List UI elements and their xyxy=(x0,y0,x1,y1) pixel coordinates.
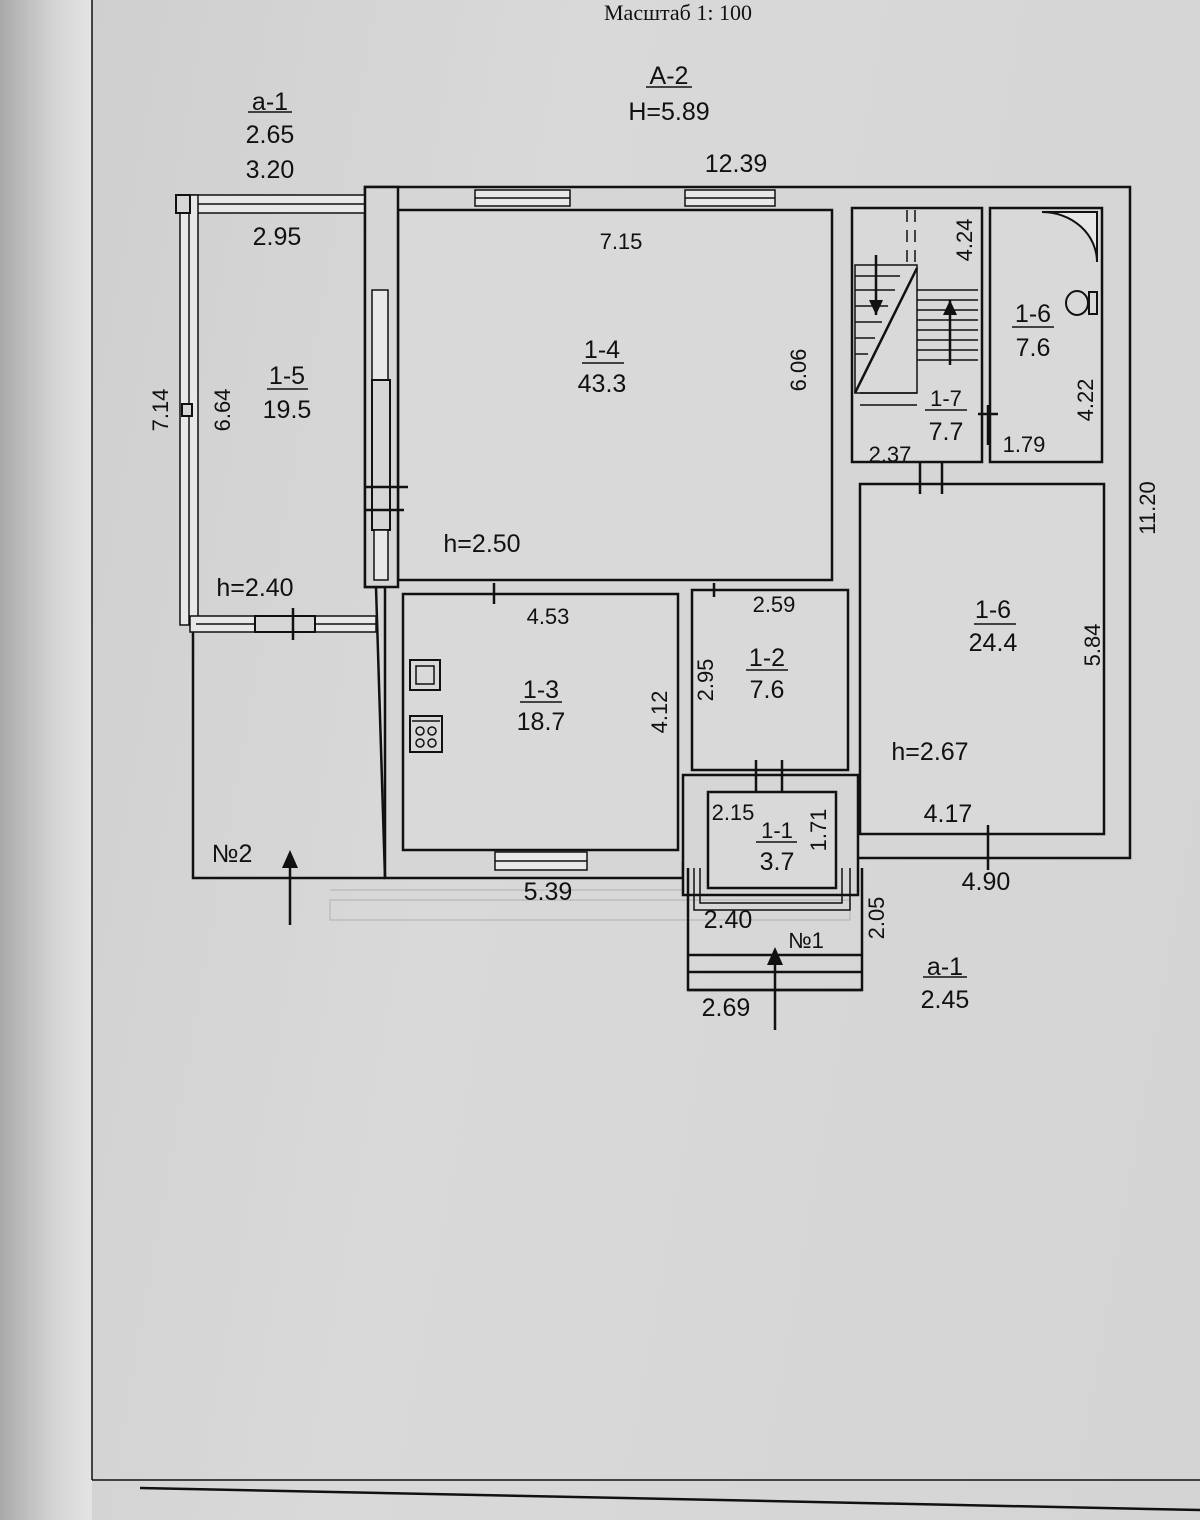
dim-overall-depth: 11.20 xyxy=(1135,481,1160,534)
dim-r12-depth: 2.95 xyxy=(693,659,718,702)
room-1-7-area: 7.7 xyxy=(929,418,964,446)
room-1-6-small-id: 1-6 xyxy=(1015,300,1051,328)
room-1-3-outline xyxy=(401,592,680,852)
sheet-edge-line xyxy=(139,1486,1200,1512)
room-1-6-large-id: 1-6 xyxy=(975,596,1011,624)
annex-top-dim-a: 2.65 xyxy=(246,121,295,149)
entrance-1-arrow-icon xyxy=(767,947,783,965)
room-1-3-id: 1-3 xyxy=(523,676,559,704)
room-1-6-small-outline xyxy=(988,206,1104,464)
dim-r16-depth: 5.84 xyxy=(1080,624,1105,667)
room-1-4-height: h=2.50 xyxy=(443,530,520,558)
dim-r14-depth: 6.06 xyxy=(786,349,811,392)
room-1-7-id: 1-7 xyxy=(930,386,962,411)
dim-bath-depth: 4.22 xyxy=(1073,379,1098,422)
room-1-6-small-area: 7.6 xyxy=(1016,334,1051,362)
room-1-1-area: 3.7 xyxy=(760,848,795,876)
annex-top-code: а-1 xyxy=(252,88,288,116)
dim-r13-depth: 4.12 xyxy=(647,691,672,734)
building-height: Н=5.89 xyxy=(628,98,709,126)
scale-label: Масштаб 1: 100 xyxy=(604,0,752,25)
dim-overall-width: 12.39 xyxy=(705,150,768,178)
dim-r13-width: 4.53 xyxy=(527,604,570,629)
door-marks xyxy=(492,405,998,870)
dim-bottom-right-width: 4.90 xyxy=(962,868,1011,896)
room-1-1-id: 1-1 xyxy=(761,818,793,843)
dim-r11-depth: 1.71 xyxy=(806,809,831,852)
room-1-6-large-outline xyxy=(858,482,1106,836)
dim-bottom-left-width: 5.39 xyxy=(524,878,573,906)
dim-porch-width: 2.40 xyxy=(704,906,753,934)
room-1-2-outline xyxy=(690,588,850,772)
dim-stair-width: 2.37 xyxy=(869,442,912,467)
room-1-6-height: h=2.67 xyxy=(891,738,968,766)
dim-r11-width: 2.15 xyxy=(712,800,755,825)
building-code: А-2 xyxy=(650,62,689,90)
room-1-2-id: 1-2 xyxy=(749,644,785,672)
shower-icon xyxy=(1041,211,1098,263)
room-1-4-outline xyxy=(396,208,834,582)
dim-r16-width: 4.17 xyxy=(924,800,973,828)
annex-top-dim-b: 3.20 xyxy=(246,156,295,184)
dim-bath-width: 1.79 xyxy=(1003,432,1046,457)
room-1-4-area: 43.3 xyxy=(578,370,627,398)
entrance-2-arrow-icon xyxy=(282,850,298,868)
annex-veranda xyxy=(175,185,408,880)
entrance-1-label: №1 xyxy=(788,928,824,953)
annex-bottom-code: а-1 xyxy=(927,953,963,981)
room-1-5-area: 19.5 xyxy=(263,396,312,424)
sheet-binding-edge xyxy=(0,0,92,1520)
dim-left-depth: 7.14 xyxy=(148,389,173,432)
room-1-2-area: 7.6 xyxy=(750,676,785,704)
dim-r14-width: 7.15 xyxy=(600,229,643,254)
room-1-4-id: 1-4 xyxy=(584,336,620,364)
dim-porch-depth: 2.05 xyxy=(864,897,889,940)
dim-r15-width: 2.95 xyxy=(253,223,302,251)
stove-icon xyxy=(409,715,443,753)
room-1-5-id: 1-5 xyxy=(269,362,305,390)
room-1-6-large-area: 24.4 xyxy=(969,629,1018,657)
room-1-3-area: 18.7 xyxy=(517,708,566,736)
room-1-5-height: h=2.40 xyxy=(216,574,293,602)
windows xyxy=(474,189,916,871)
entrance-2-label: №2 xyxy=(212,840,253,868)
bathroom-fixtures xyxy=(1041,211,1098,316)
dim-steps-width: 2.69 xyxy=(702,994,751,1022)
annex-bottom-dim: 2.45 xyxy=(921,986,970,1014)
dim-r12-width: 2.59 xyxy=(753,592,796,617)
dim-r15-depth: 6.64 xyxy=(210,389,235,432)
staircase xyxy=(853,255,978,406)
sink-icon xyxy=(409,659,441,691)
kitchen-fixtures xyxy=(409,659,443,753)
dim-stair-depth: 4.24 xyxy=(952,219,977,262)
vestibule-1-1 xyxy=(681,760,860,911)
entrance-arrows xyxy=(282,850,783,1030)
code-underlines xyxy=(248,86,1054,978)
